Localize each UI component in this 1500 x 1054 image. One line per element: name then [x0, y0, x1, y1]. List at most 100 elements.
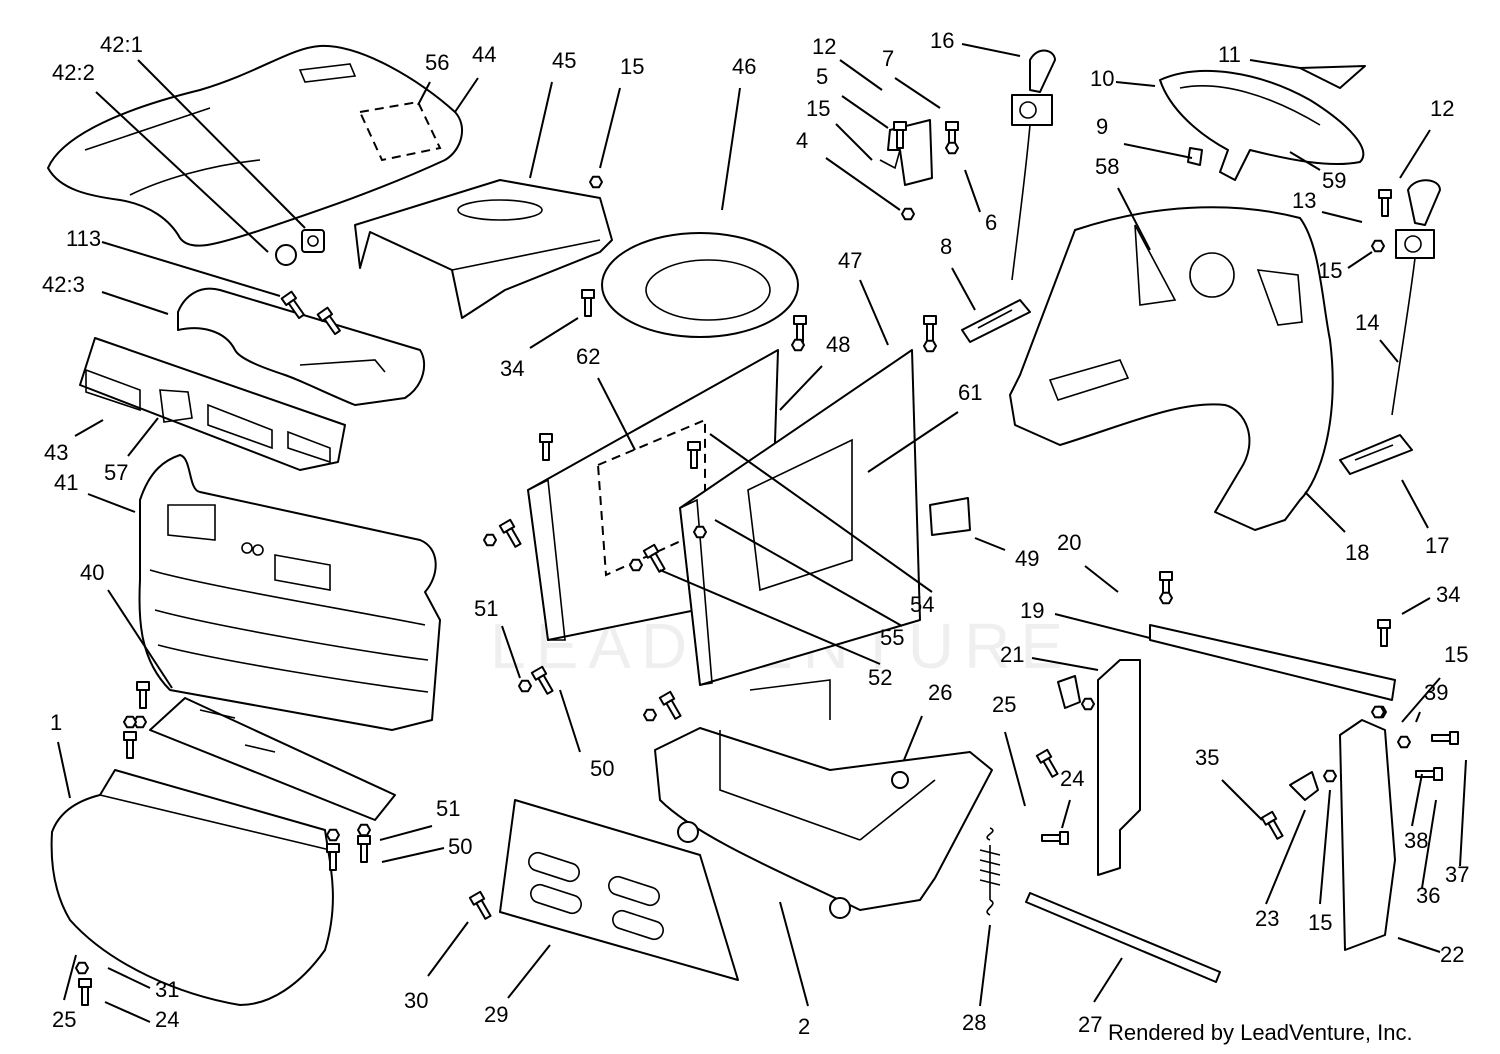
bracket-21-part: [1097, 659, 1141, 876]
callout-label-p22: 22: [1440, 942, 1464, 967]
leader-line-p49: [974, 537, 1006, 551]
bolt-fastener: [530, 665, 554, 695]
leader-line-p51b: [379, 825, 433, 841]
leader-line-p1: [57, 741, 71, 799]
leader-line-p58: [1117, 187, 1151, 251]
bolt-fastener: [793, 315, 807, 343]
leader-line-p24b: [104, 1001, 151, 1023]
callout-label-p54: 54: [910, 592, 934, 617]
callout-label-p36: 36: [1416, 883, 1440, 908]
callout-label-p12b: 12: [1430, 96, 1454, 121]
top-panel-part: [354, 179, 613, 319]
callout-label-p19: 19: [1020, 598, 1044, 623]
callout-label-p8: 8: [940, 234, 952, 259]
nut-fastener: [357, 823, 371, 837]
nut-fastener: [75, 961, 89, 975]
bracket-23-part: [1057, 675, 1319, 801]
leader-line-p16: [961, 43, 1021, 57]
bolt-fastener: [357, 835, 371, 863]
callout-label-p56: 56: [425, 50, 449, 75]
leader-line-p26: [903, 715, 923, 761]
callout-label-p20: 20: [1057, 530, 1081, 555]
bolt-fastener: [280, 290, 305, 320]
plate-8-part: [961, 299, 1031, 343]
bolt-fastener: [539, 433, 553, 461]
callout-label-p6: 6: [985, 210, 997, 235]
leader-line-p55: [714, 519, 903, 627]
nut-fastener: [518, 679, 532, 693]
headlight-bulb-part: [275, 229, 325, 266]
leader-line-p15c: [1347, 251, 1373, 269]
bolt-fastener: [923, 315, 937, 343]
leader-line-p42_2: [95, 91, 269, 253]
leader-line-p11: [1249, 59, 1301, 69]
callout-label-p48: 48: [826, 332, 850, 357]
bolt-fastener: [658, 690, 682, 720]
callout-label-p37: 37: [1445, 862, 1469, 887]
callout-label-p47: 47: [838, 248, 862, 273]
leader-line-p13: [1321, 211, 1363, 223]
leader-line-p6: [964, 169, 981, 213]
bolt-fastener: [1431, 731, 1459, 745]
callout-label-p59: 59: [1322, 168, 1346, 193]
dash-fender-part: [1009, 206, 1334, 531]
lower-plate-part: [499, 799, 739, 981]
callout-label-p35: 35: [1195, 745, 1219, 770]
callout-label-p45: 45: [552, 48, 576, 73]
bolt-fastener: [123, 731, 137, 759]
hood-part: [47, 44, 464, 247]
callout-label-p42_1: 42:1: [100, 32, 143, 57]
leader-line-p50b: [381, 847, 445, 863]
bolt-fastener: [1041, 831, 1069, 845]
leader-line-p20: [1084, 565, 1119, 593]
leader-line-p37: [1459, 759, 1467, 867]
callout-label-p9: 9: [1096, 114, 1108, 139]
callout-label-p42_2: 42:2: [52, 60, 95, 85]
bolt-fastener: [1260, 810, 1284, 840]
callout-label-p57: 57: [104, 460, 128, 485]
callout-label-p43: 43: [44, 440, 68, 465]
callout-label-p44: 44: [472, 42, 496, 67]
leader-line-p45: [529, 81, 553, 179]
bolt-fastener: [498, 518, 522, 548]
callout-label-p113: 113: [66, 226, 101, 251]
leader-line-p54: [709, 433, 933, 593]
nut-fastener: [1323, 769, 1337, 783]
leader-line-p43: [74, 419, 104, 437]
nut-fastener: [923, 339, 937, 353]
leader-line-p25a: [1004, 731, 1026, 807]
nut-fastener: [123, 715, 137, 729]
callout-label-p18: 18: [1345, 540, 1369, 565]
leader-line-p44: [454, 77, 479, 113]
callout-label-p26: 26: [928, 680, 952, 705]
callout-label-p13: 13: [1292, 188, 1316, 213]
leader-line-p10: [1115, 81, 1156, 87]
nut-fastener: [901, 207, 915, 221]
nut-fastener: [693, 525, 707, 539]
leader-line-p36: [1421, 799, 1437, 889]
leader-line-p9: [1123, 143, 1193, 159]
callout-label-p10: 10: [1090, 66, 1114, 91]
leader-line-p62: [597, 377, 636, 451]
leader-line-p38: [1411, 773, 1423, 827]
leader-line-p15b: [835, 123, 873, 161]
leader-line-p25b: [63, 954, 77, 1001]
nut-fastener: [945, 141, 959, 155]
nut-fastener: [1397, 735, 1411, 749]
callout-label-p1: 1: [50, 710, 62, 735]
callout-label-p28: 28: [962, 1010, 986, 1035]
callout-label-p51a: 51: [474, 596, 498, 621]
leader-line-p34b: [1401, 597, 1431, 615]
leader-line-p22: [1397, 937, 1441, 953]
callout-label-p42_3: 42:3: [42, 272, 85, 297]
leader-line-p39: [1415, 711, 1421, 723]
callout-label-p15c: 15: [1318, 258, 1342, 283]
leader-line-p24a: [1061, 799, 1071, 829]
callout-label-p41: 41: [54, 470, 78, 495]
callout-label-p39: 39: [1424, 680, 1448, 705]
callout-label-p15a: 15: [620, 54, 644, 79]
leader-line-p12b: [1399, 129, 1431, 179]
decal-49-part: [929, 497, 971, 536]
callout-label-p5: 5: [816, 64, 828, 89]
